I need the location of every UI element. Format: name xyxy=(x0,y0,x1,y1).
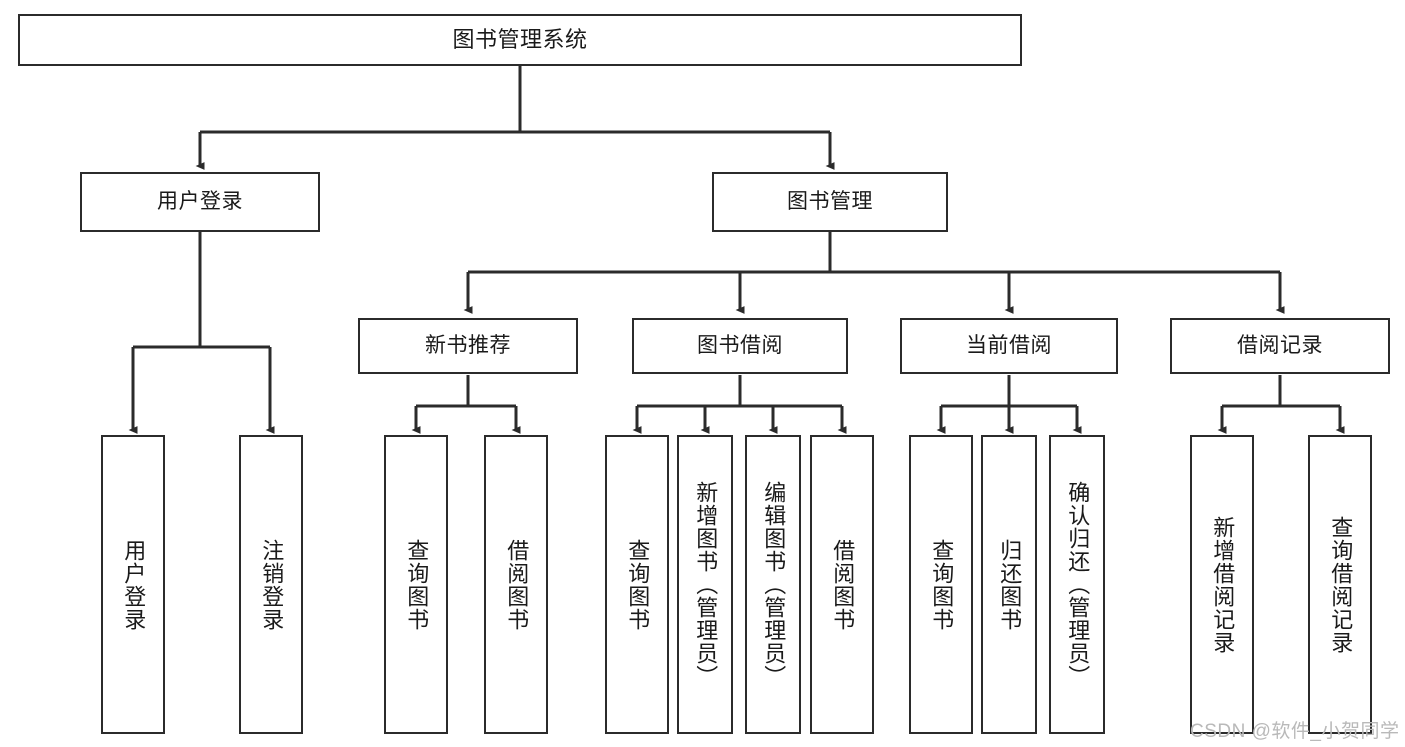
node-root-system[interactable]: 图书管理系统 xyxy=(18,14,1022,66)
leaf-query-book-3[interactable]: 查询图书 xyxy=(909,435,973,734)
node-label: 借阅图书 xyxy=(504,538,530,631)
node-label: 当前借阅 xyxy=(966,334,1052,358)
node-label: 图书借阅 xyxy=(697,334,783,358)
node-label: 确认归还（管理员） xyxy=(1065,481,1091,688)
leaf-return-book[interactable]: 归还图书 xyxy=(981,435,1037,734)
node-label: 图书管理 xyxy=(787,190,873,214)
node-label: 查询图书 xyxy=(404,538,430,631)
node-borrow-record[interactable]: 借阅记录 xyxy=(1170,318,1390,374)
node-label: 查询图书 xyxy=(929,538,955,631)
node-label: 注销登录 xyxy=(259,538,285,631)
node-label: 编辑图书（管理员） xyxy=(761,481,787,688)
node-user-login[interactable]: 用户登录 xyxy=(80,172,320,232)
leaf-query-book-2[interactable]: 查询图书 xyxy=(605,435,669,734)
leaf-user-login[interactable]: 用户登录 xyxy=(101,435,165,734)
node-new-book-recommend[interactable]: 新书推荐 xyxy=(358,318,578,374)
node-current-borrow[interactable]: 当前借阅 xyxy=(900,318,1118,374)
node-label: 借阅图书 xyxy=(830,538,856,631)
leaf-borrow-book-1[interactable]: 借阅图书 xyxy=(484,435,548,734)
node-book-borrow[interactable]: 图书借阅 xyxy=(632,318,848,374)
node-label: 借阅记录 xyxy=(1237,334,1323,358)
node-label: 查询借阅记录 xyxy=(1328,515,1354,654)
node-label: 新增借阅记录 xyxy=(1210,515,1236,654)
node-book-manage[interactable]: 图书管理 xyxy=(712,172,948,232)
leaf-logout-login[interactable]: 注销登录 xyxy=(239,435,303,734)
node-label: 新书推荐 xyxy=(425,334,511,358)
leaf-borrow-book-2[interactable]: 借阅图书 xyxy=(810,435,874,734)
leaf-add-record[interactable]: 新增借阅记录 xyxy=(1190,435,1254,734)
node-label: 用户登录 xyxy=(157,190,243,214)
node-label: 新增图书（管理员） xyxy=(693,481,719,688)
leaf-edit-book[interactable]: 编辑图书（管理员） xyxy=(745,435,801,734)
node-label: 图书管理系统 xyxy=(452,26,588,52)
leaf-query-record[interactable]: 查询借阅记录 xyxy=(1308,435,1372,734)
leaf-add-book[interactable]: 新增图书（管理员） xyxy=(677,435,733,734)
node-label: 归还图书 xyxy=(997,538,1023,631)
node-label: 用户登录 xyxy=(121,538,147,631)
node-label: 查询图书 xyxy=(625,538,651,631)
watermark: CSDN @软件_小贺同学 xyxy=(1190,721,1400,742)
leaf-query-book-1[interactable]: 查询图书 xyxy=(384,435,448,734)
leaf-confirm-return[interactable]: 确认归还（管理员） xyxy=(1049,435,1105,734)
